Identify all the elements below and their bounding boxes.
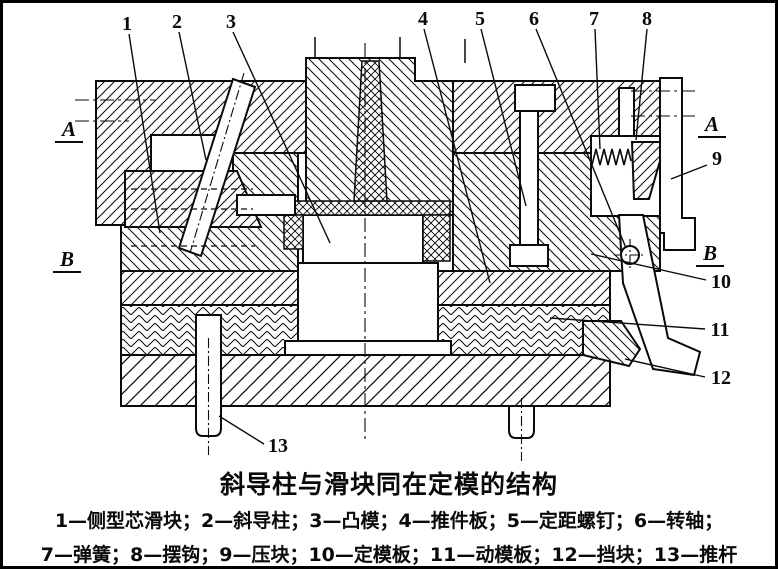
screw-foot [509,244,549,267]
core-flange [284,340,452,356]
callout-3: 3 [226,11,236,33]
molded-part-left [283,214,304,250]
sprue [353,60,388,202]
callout-9: 9 [712,148,722,170]
latch-assembly [509,77,702,377]
callout-7: 7 [589,8,599,30]
stripper-plate-right [422,270,611,306]
slider-assembly [124,72,296,258]
section-a-left: A [60,117,76,141]
callout-1: 1 [122,13,132,35]
leader-9 [670,164,708,180]
leader-6 [535,28,627,249]
section-letters: A A B B [53,112,726,273]
molded-part-top [282,200,451,216]
section-a-right: A [703,112,719,136]
leader-11 [549,317,706,330]
screw-head [514,84,556,112]
figure-title: 斜导柱与滑块同在定模的结构 [219,470,558,499]
callout-12: 12 [711,367,731,389]
section-b-left: B [59,247,74,271]
leader-8 [635,28,648,141]
leader-10 [590,253,707,281]
callout-11: 11 [711,319,730,341]
leader-4 [423,28,491,284]
callout-5: 5 [475,8,485,30]
molded-part-right [422,214,451,262]
leader-12 [624,358,706,378]
leader-13 [218,415,265,445]
legend-line-2: 7—弹簧；8—摆钩；9—压块；10—定模板；11—动模板；12—挡块；13—推杆 [40,544,738,566]
centerlines [75,43,699,440]
callout-13: 13 [268,435,288,457]
side-core-slider [124,170,263,228]
bolt-marks [314,37,466,63]
callout-6: 6 [529,8,539,30]
callout-2: 2 [172,11,182,33]
pillar-centerline [189,72,245,254]
spring [591,148,632,166]
distance-screw-shaft [519,110,539,246]
leader-5 [480,28,527,207]
leader-1 [128,33,161,234]
hook-head [630,141,661,200]
leader-3 [232,31,331,244]
callout-8: 8 [642,8,652,30]
press-block [659,77,696,251]
legend-line-1: 1—侧型芯滑块；2—斜导柱；3—凸模；4—推件板；5—定距螺钉；6—转轴； [54,510,724,532]
section-b-right: B [702,241,717,265]
mold-section-drawing: 1 2 3 4 5 6 7 8 9 10 11 12 13 A A B B [53,8,731,461]
leader-2 [178,31,207,161]
side-core-pin [236,194,296,216]
stripper-plate-left [120,270,299,306]
punch-core [302,214,424,264]
leader-7 [594,28,601,150]
core-and-molding [282,60,452,356]
push-rods [195,314,535,461]
stop-block [582,320,642,368]
callout-4: 4 [418,8,428,30]
hook-pin-slot [618,87,635,137]
angled-guide-pillar [177,77,257,258]
leader-lines [128,28,708,445]
callout-numbers: 1 2 3 4 5 6 7 8 9 10 11 12 13 [122,8,731,457]
core-base [297,262,439,342]
callout-10: 10 [711,271,731,293]
